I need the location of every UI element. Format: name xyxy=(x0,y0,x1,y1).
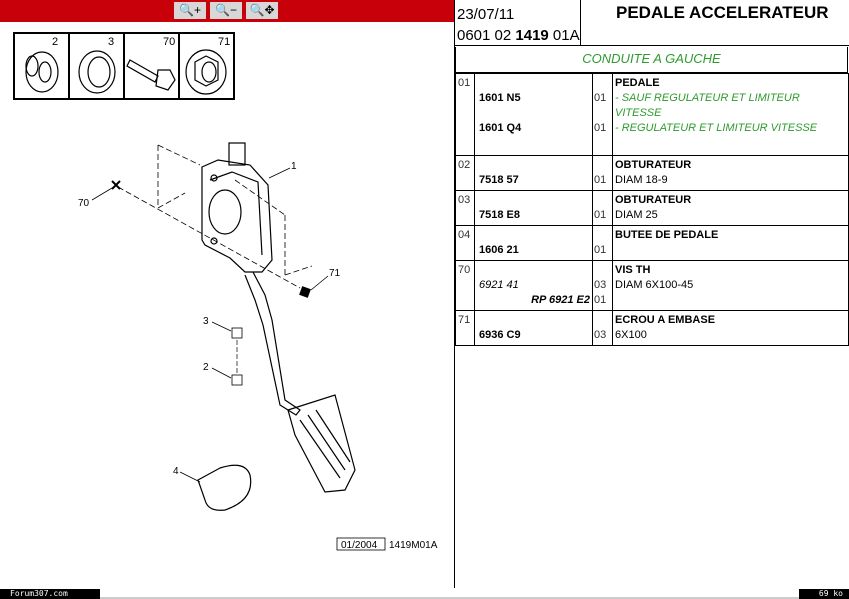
zoom-out-button[interactable]: 🔍− xyxy=(210,2,242,19)
zoom-in-button[interactable]: 🔍+ xyxy=(174,2,206,19)
bolt-70-icon xyxy=(126,59,176,91)
date-box: 01/2004 xyxy=(341,540,378,551)
pedal-assembly xyxy=(201,142,356,493)
thumbnail-strip xyxy=(13,32,235,100)
screw-70-icon xyxy=(111,180,121,190)
plug-3-marker xyxy=(231,327,243,339)
nut-71-icon xyxy=(185,49,227,95)
site-label: Forum307.com xyxy=(0,589,100,599)
zoom-in-icon: 🔍+ xyxy=(179,3,201,17)
plug-3-icon xyxy=(78,50,116,94)
mounting-plane xyxy=(117,144,313,289)
exploded-diagram: 2 3 70 71 xyxy=(13,32,438,551)
thumb-label: 71 xyxy=(218,36,230,48)
page-title: PEDALE ACCELERATEUR xyxy=(616,3,829,22)
header-info: 23/07/11 0601 02 1419 01A xyxy=(455,0,581,46)
zoom-out-icon: 🔍− xyxy=(215,3,237,17)
variant-label: CONDUITE A GAUCHE xyxy=(455,47,848,73)
plug-2-marker xyxy=(231,374,243,386)
toolbar: 🔍+ 🔍− 🔍✥ xyxy=(0,0,454,22)
date: 23/07/11 xyxy=(457,6,515,23)
zoom-pan-button[interactable]: 🔍✥ xyxy=(246,2,278,19)
catalog-code: 0601 02 1419 01A xyxy=(457,27,580,44)
panel-divider xyxy=(454,0,455,588)
thumb-label: 2 xyxy=(52,36,58,48)
thumb-label: 70 xyxy=(163,36,175,48)
nut-71-marker xyxy=(299,286,311,298)
callout-70: 70 xyxy=(78,198,90,209)
callout-71: 71 xyxy=(329,268,341,279)
pan-icon: 🔍✥ xyxy=(249,3,275,17)
callout-2: 2 xyxy=(203,362,209,373)
callout-3: 3 xyxy=(203,316,209,327)
stop-4-icon xyxy=(197,464,252,511)
drawing-ref: 1419M01A xyxy=(389,540,438,551)
table-row[interactable]: 04 1606 21 01 BUTEE DE PEDALE xyxy=(455,225,849,261)
file-size: 69 ko xyxy=(799,589,849,599)
callout-4: 4 xyxy=(173,466,179,477)
diagram-panel: 2 3 70 71 xyxy=(0,0,454,551)
thumb-label: 3 xyxy=(108,36,114,48)
plug-2-icon xyxy=(25,51,59,93)
callout-1: 1 xyxy=(291,161,297,172)
